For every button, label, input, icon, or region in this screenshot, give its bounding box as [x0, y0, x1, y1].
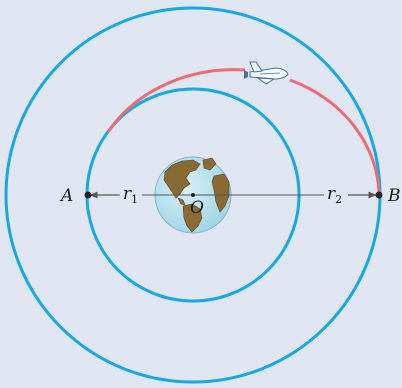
- r2-symbol: r: [327, 184, 336, 204]
- transfer-orbit-arc-end: [289, 78, 381, 196]
- point-a-label: A: [59, 186, 73, 206]
- earth-globe-icon: [154, 156, 232, 234]
- space-shuttle-icon: [244, 61, 289, 85]
- transfer-orbit-arc: [106, 68, 246, 133]
- r2-subscript: 2: [335, 193, 342, 206]
- point-b-label: B: [387, 186, 401, 206]
- r1-label: r1: [123, 184, 138, 206]
- center-label: O: [190, 198, 204, 218]
- point-a-marker: [84, 191, 92, 199]
- r1-subscript: 1: [131, 193, 138, 206]
- center-point-marker: [191, 193, 195, 197]
- r2-label: r2: [327, 184, 342, 206]
- point-b-marker: [375, 191, 383, 199]
- r1-symbol: r: [123, 184, 132, 204]
